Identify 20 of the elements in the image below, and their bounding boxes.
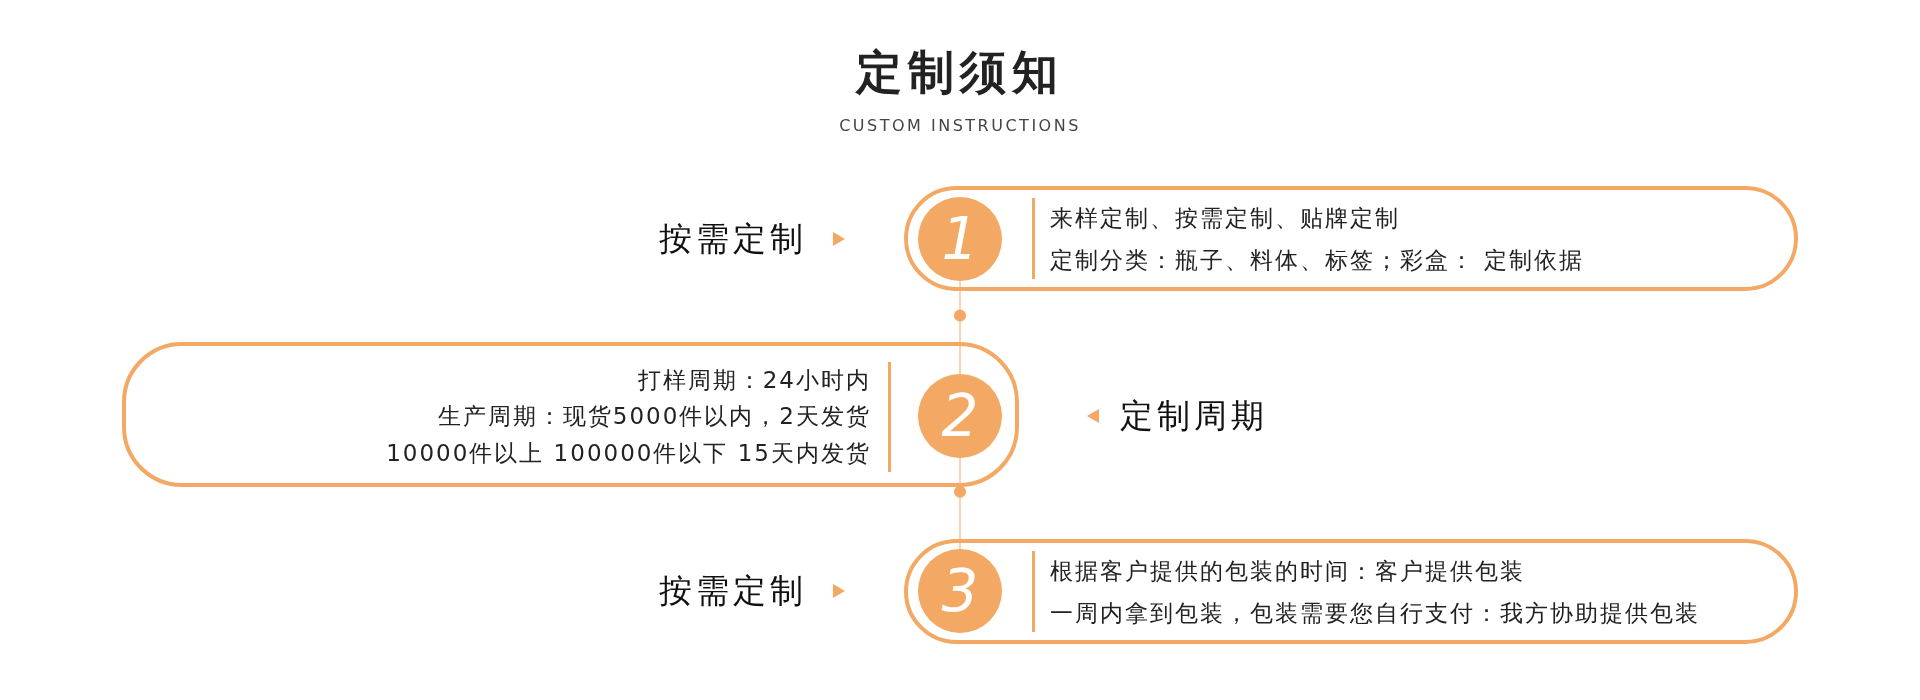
info-text: 定制分类：瓶子、料体、标签；彩盒： 定制依据 xyxy=(1050,247,1585,273)
info-text: 根据客户提供的包装的时间：客户提供包装 xyxy=(1050,558,1525,584)
info-text: 一周内拿到包装，包装需要您自行支付：我方协助提供包装 xyxy=(1050,600,1700,626)
number-circle: 2 xyxy=(918,374,1002,458)
step-card xyxy=(122,342,1019,487)
step-card xyxy=(904,539,1798,644)
info-text: 来样定制、按需定制、贴牌定制 xyxy=(1050,205,1400,231)
info-text: 10000件以上 100000件以下 15天内发货 xyxy=(386,440,871,466)
connector-line xyxy=(959,280,961,375)
info-text: 打样周期：24小时内 xyxy=(637,367,871,393)
number-circle: 1 xyxy=(918,197,1002,281)
number-circle: 3 xyxy=(918,549,1002,633)
info-text: 生产周期：现货5000件以内，2天发货 xyxy=(437,403,871,429)
step-card xyxy=(904,186,1798,291)
title: 定制须知 xyxy=(854,44,1065,100)
step-label: 按需定制 xyxy=(659,571,807,611)
step-label: 定制周期 xyxy=(1120,396,1268,436)
connector-line xyxy=(959,457,961,550)
step-label: 按需定制 xyxy=(659,219,807,259)
subtitle: CUSTOM INSTRUCTIONS xyxy=(838,116,1082,136)
